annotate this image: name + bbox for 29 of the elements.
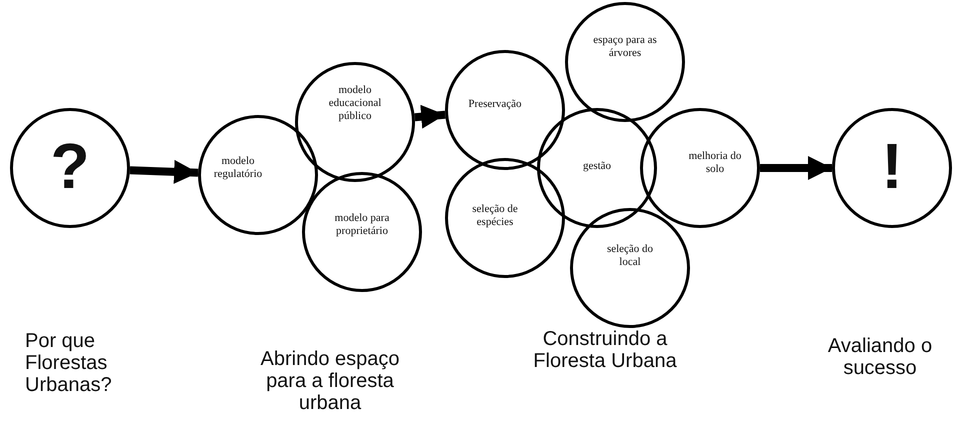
node-label: Preservação [467,98,523,111]
circle-node [565,2,685,122]
node-label: modelo educacional público [328,84,382,123]
circle-node [198,115,318,235]
circle-node [445,50,565,170]
arrow [130,160,198,184]
circle-node [445,158,565,278]
node-label: melhoria do solo [688,150,742,176]
arrow [760,156,832,180]
stage-caption: Por que Florestas Urbanas? [25,330,113,396]
circle-node [10,108,130,228]
circle-node [640,108,760,228]
circle-node [295,62,415,182]
node-label: gestão [582,160,612,173]
node-label: seleção do local [606,243,654,269]
circle-node [832,108,952,228]
node-label: seleção de espécies [471,203,519,229]
stage-caption: Construindo a Floresta Urbana [532,328,678,372]
circle-node [302,172,422,292]
symbol-text: ! [880,131,904,201]
node-label: modelo regulatório [212,155,264,181]
stage-caption: Avaliando o sucesso [826,335,934,379]
stage-caption: Abrindo espaço para a floresta urbana [260,348,400,414]
circle-node [570,208,690,328]
arrow [414,104,446,129]
circle-node [537,108,657,228]
node-label: espaço para as árvores [592,34,658,60]
symbol-text: ? [49,131,91,201]
node-label: modelo para proprietário [334,212,390,238]
